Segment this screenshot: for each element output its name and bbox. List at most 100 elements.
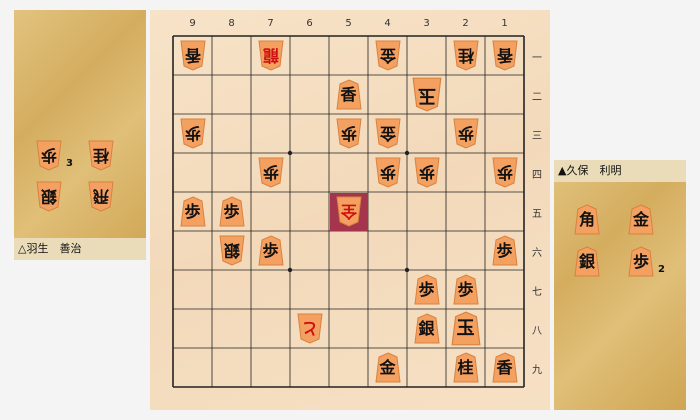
piece-char: 龍 [262,46,279,65]
board-piece[interactable]: 銀 [413,313,440,344]
sente-player-name: ▲久保 利明 [554,160,686,182]
hand-piece[interactable]: 銀 [36,181,62,212]
piece-char: 歩 [184,202,201,221]
piece-char: 銀 [223,241,240,260]
piece-char: 銀 [418,319,435,338]
piece-char: 銀 [41,187,58,206]
piece-char: 歩 [262,241,279,260]
board-piece[interactable]: 金 [374,118,401,149]
board-piece[interactable]: 歩 [218,196,245,227]
board-piece[interactable]: 玉 [412,77,442,112]
board-piece[interactable]: 香 [179,40,206,71]
piece-char: 歩 [496,241,513,260]
board-piece[interactable]: 玉 [451,311,481,346]
rank-label: 七 [532,287,542,298]
piece-char: 歩 [223,202,240,221]
board-piece[interactable]: 歩 [452,118,479,149]
board-piece[interactable]: 香 [491,352,518,383]
board-piece[interactable]: 龍 [257,40,284,71]
piece-char: 香 [496,46,513,65]
piece-char: 歩 [457,280,474,299]
rank-label: 三 [532,131,542,142]
board-piece[interactable]: 桂 [452,40,479,71]
file-label: 8 [228,18,235,29]
hand-piece[interactable]: 歩 [36,140,62,171]
board-piece[interactable]: 歩 [179,196,206,227]
board-piece[interactable]: 桂 [452,352,479,383]
board-piece[interactable]: と [296,313,323,344]
piece-char: 玉 [456,318,475,339]
hand-piece[interactable]: 歩 [628,246,654,277]
board-piece[interactable]: 歩 [452,274,479,305]
rank-label: 五 [532,209,542,220]
hand-count: 2 [658,264,665,275]
piece-char: 香 [184,46,201,65]
piece-char: 歩 [340,124,357,143]
piece-char: 歩 [379,163,396,182]
star-point [287,267,293,273]
star-point [287,150,293,156]
piece-char: 金 [379,358,396,377]
piece-char: 歩 [262,163,279,182]
board-piece[interactable]: 歩 [491,235,518,266]
board-piece[interactable]: 歩 [257,157,284,188]
file-label: 1 [501,18,508,29]
piece-char: 桂 [457,46,474,65]
star-point [404,150,410,156]
rank-label: 四 [532,170,542,181]
board-piece[interactable]: 香 [491,40,518,71]
file-label: 9 [189,18,196,29]
piece-char: 歩 [496,163,513,182]
rank-label: 九 [532,365,542,376]
piece-char: 金 [379,46,396,65]
board-piece[interactable]: 香 [335,79,362,110]
piece-char: 歩 [418,280,435,299]
board-piece[interactable]: 歩 [413,274,440,305]
hand-piece[interactable]: 桂 [88,140,114,171]
rank-label: 八 [532,326,542,337]
piece-char: 角 [578,210,595,229]
gote-player-name: △羽生 善治 [14,238,146,260]
piece-char: 歩 [418,163,435,182]
piece-char: と [301,319,318,338]
board-piece[interactable]: 歩 [257,235,284,266]
board-piece[interactable]: 歩 [374,157,401,188]
piece-char: 香 [340,85,357,104]
file-label: 2 [462,18,469,29]
file-label: 6 [306,18,313,29]
rank-label: 六 [532,248,542,259]
board-piece[interactable]: 全 [335,196,362,227]
piece-char: 歩 [184,124,201,143]
rank-label: 二 [532,92,542,103]
board-piece[interactable]: 金 [374,352,401,383]
board-piece[interactable]: 銀 [218,235,245,266]
piece-char: 玉 [417,85,436,106]
file-label: 5 [345,18,352,29]
board-grid [172,35,525,388]
file-label: 3 [423,18,430,29]
piece-char: 歩 [632,252,649,271]
piece-char: 飛 [93,187,110,206]
board-piece[interactable]: 歩 [335,118,362,149]
piece-char: 金 [379,124,396,143]
hand-piece[interactable]: 金 [628,204,654,235]
file-label: 4 [384,18,391,29]
board-piece[interactable]: 歩 [413,157,440,188]
star-point [404,267,410,273]
hand-piece[interactable]: 銀 [574,246,600,277]
piece-char: 桂 [457,358,474,377]
piece-char: 歩 [41,146,58,165]
file-label: 7 [267,18,274,29]
piece-char: 歩 [457,124,474,143]
board-piece[interactable]: 歩 [179,118,206,149]
hand-piece[interactable]: 飛 [88,181,114,212]
piece-char: 桂 [93,146,110,165]
hand-piece[interactable]: 角 [574,204,600,235]
board-piece[interactable]: 歩 [491,157,518,188]
board-piece[interactable]: 金 [374,40,401,71]
piece-char: 銀 [578,252,595,271]
rank-label: 一 [532,53,542,64]
